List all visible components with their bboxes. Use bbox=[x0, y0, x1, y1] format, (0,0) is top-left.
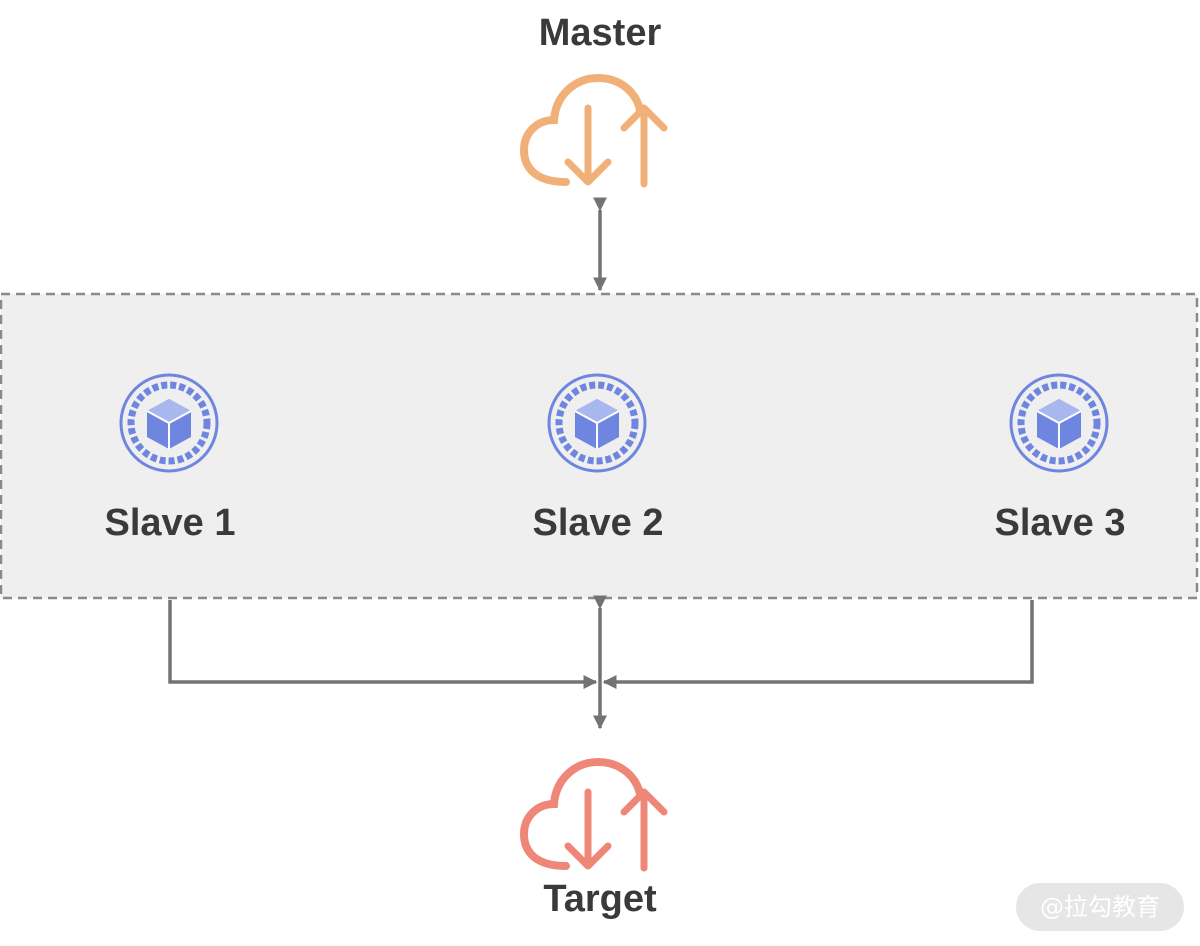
master-label: Master bbox=[538, 12, 662, 54]
slave-3-label: Slave 3 bbox=[994, 502, 1126, 544]
watermark: @拉勾教育 bbox=[1016, 883, 1184, 931]
slave-3-connector bbox=[602, 600, 1034, 689]
cloud-sync-icon bbox=[524, 762, 664, 868]
slave-1-label: Slave 1 bbox=[104, 502, 236, 544]
slave-1-connector bbox=[168, 600, 598, 689]
cloud-sync-icon bbox=[524, 78, 664, 184]
target-label: Target bbox=[543, 878, 657, 920]
slave-2-label: Slave 2 bbox=[532, 502, 664, 544]
